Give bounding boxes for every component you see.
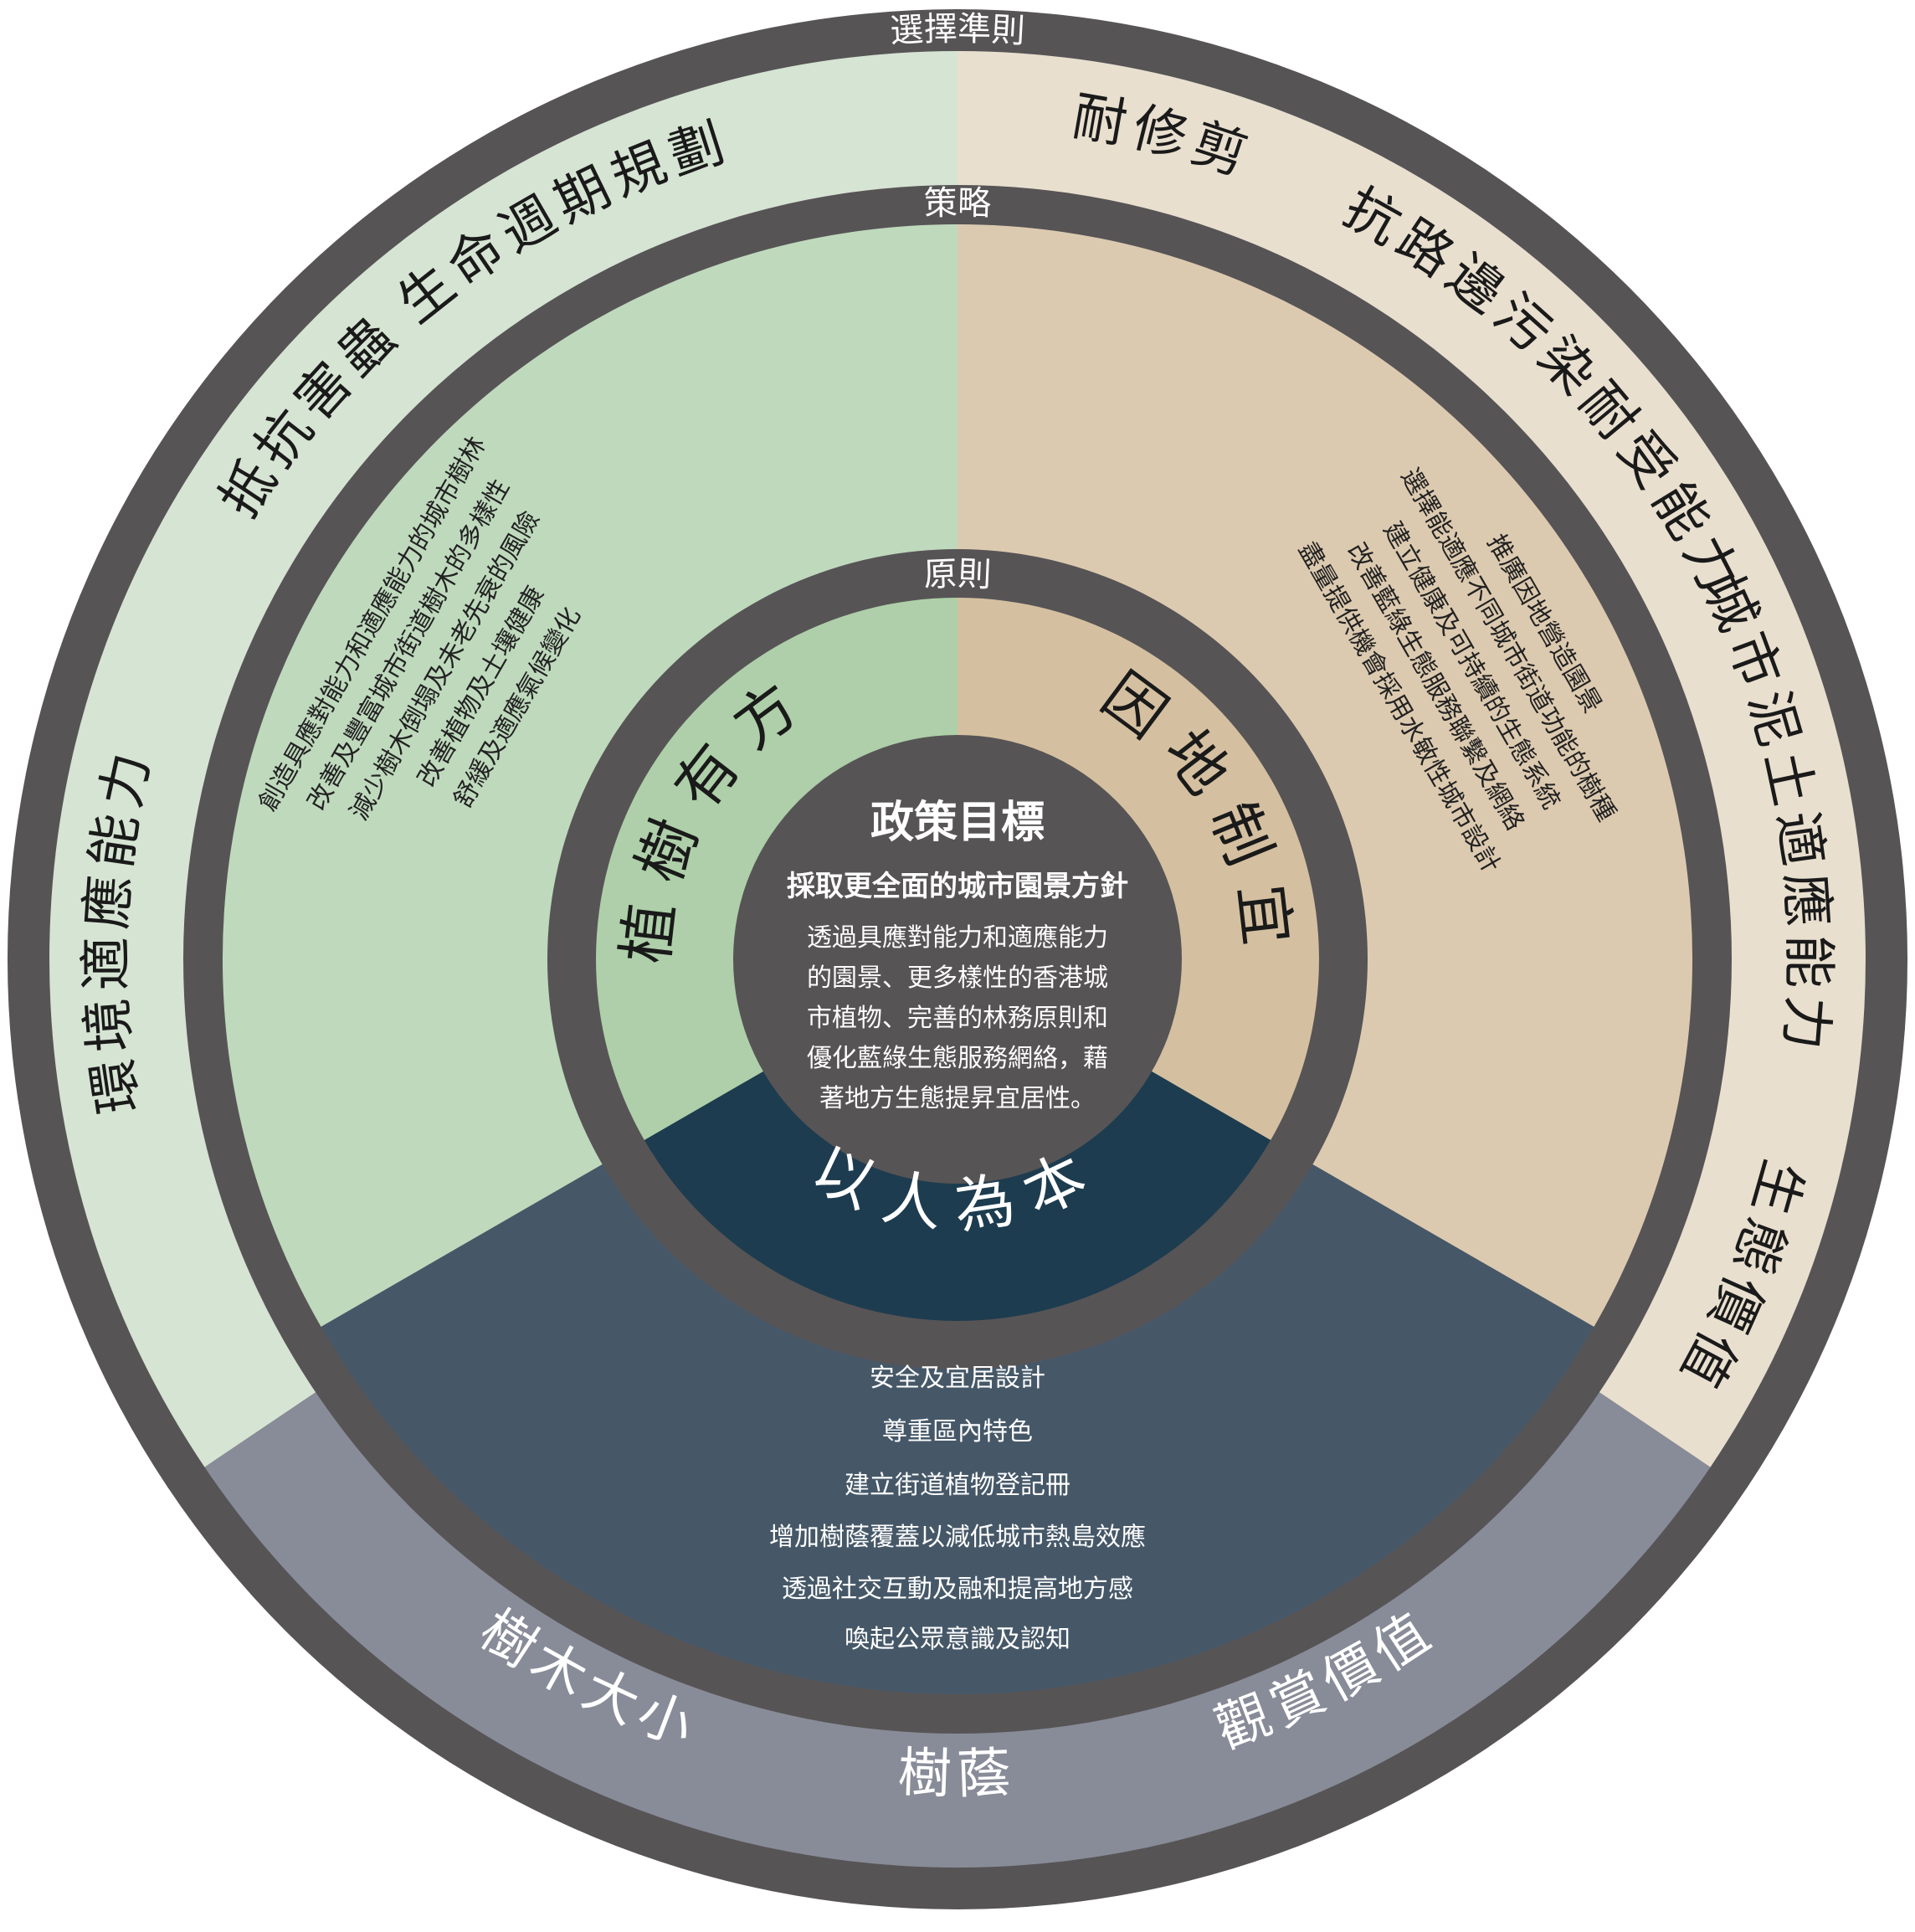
strategy-bottom-3: 增加樹蔭覆蓋以減低城市熱島效應	[769, 1523, 1146, 1552]
strategy-bottom-row-3: 增加樹蔭覆蓋以減低城市熱島效應	[769, 1523, 1146, 1552]
strategy-bottom-1: 尊重區內特色	[882, 1417, 1033, 1446]
strategy-bottom-row-5: 喚起公眾意識及認知	[845, 1625, 1070, 1654]
strategy-bottom-4: 透過社交互動及融和提高地方感	[782, 1575, 1133, 1604]
policy-goal-body-1: 的園景、更多樣性的香港城	[807, 963, 1108, 993]
strategy-bottom-row-1: 尊重區內特色	[882, 1417, 1033, 1446]
criteria-bottom-1: 樹蔭	[896, 1742, 1018, 1806]
strategy-bottom-row-0: 安全及宜居設計	[870, 1364, 1045, 1393]
policy-goal-title: 政策目標	[870, 798, 1045, 848]
strategy-bottom-5: 喚起公眾意識及認知	[845, 1625, 1070, 1654]
policy-goal-disc	[733, 735, 1182, 1184]
policy-goal-body-3: 優化藍綠生態服務網絡，藉	[807, 1044, 1108, 1073]
policy-goal-body-2: 市植物、完善的林務原則和	[807, 1004, 1108, 1033]
strategy-bottom-0: 安全及宜居設計	[870, 1364, 1045, 1393]
policy-goal-body-0: 透過具應對能力和適應能力	[807, 923, 1108, 953]
strategy-bottom-2: 建立街道植物登記冊	[845, 1471, 1070, 1500]
strategy-bottom-row-2: 建立街道植物登記冊	[845, 1471, 1070, 1500]
policy-goal-body-4: 著地方生態提昇宜居性。	[819, 1084, 1096, 1113]
policy-goal-subtitle: 採取更全面的城市園景方針	[787, 870, 1128, 903]
strategy-bottom-row-4: 透過社交互動及融和提高地方感	[782, 1575, 1133, 1604]
